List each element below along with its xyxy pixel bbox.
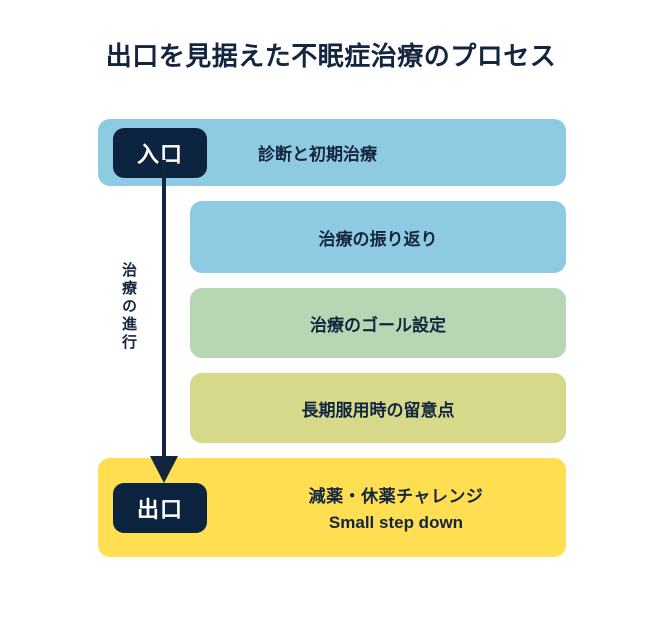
exit-badge: 出口 xyxy=(113,483,207,533)
progress-direction-label: 治療の進行 xyxy=(120,262,137,352)
exit-text-block: 減薬・休薬チャレンジ Small step down xyxy=(226,458,566,557)
step-row-longterm: 長期服用時の留意点 xyxy=(190,373,566,443)
step-label-exit-jp: 減薬・休薬チャレンジ xyxy=(308,487,484,506)
step-label-exit-en: Small step down xyxy=(328,513,464,532)
progress-arrow-icon xyxy=(150,160,178,483)
step-label-review: 治療の振り返り xyxy=(318,229,438,249)
step-label-entry: 診断と初期治療 xyxy=(258,145,377,164)
entry-badge: 入口 xyxy=(113,128,207,178)
step-row-review: 治療の振り返り xyxy=(190,201,566,273)
step-label-goal: 治療のゴール設定 xyxy=(310,315,446,335)
step-label-longterm: 長期服用時の留意点 xyxy=(301,400,455,420)
step-row-entry: 入口 診断と初期治療 xyxy=(98,119,566,186)
step-row-goal: 治療のゴール設定 xyxy=(190,288,566,358)
step-row-exit: 出口 減薬・休薬チャレンジ Small step down xyxy=(98,458,566,557)
page-title: 出口を見据えた不眠症治療のプロセス xyxy=(105,41,557,71)
